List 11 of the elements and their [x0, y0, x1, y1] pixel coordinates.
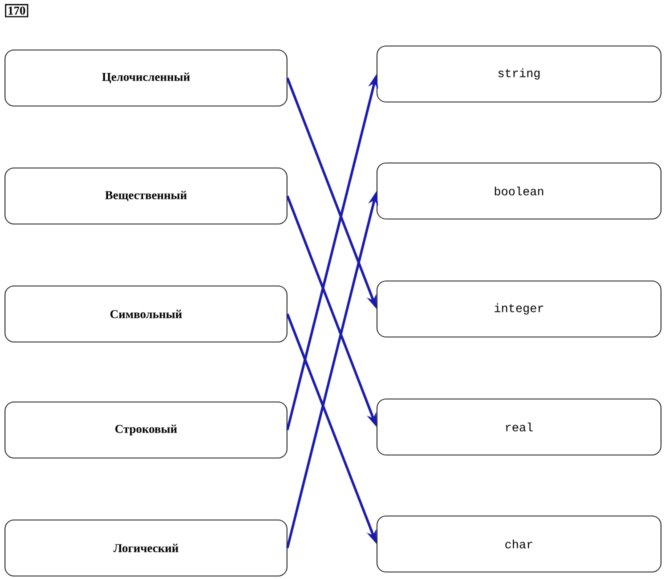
text-box: Вещественный: [4, 168, 288, 224]
text-box: Символьный: [4, 286, 288, 342]
text-box: boolean: [376, 162, 662, 220]
text-box: real: [376, 398, 662, 456]
text-box: Логический: [4, 520, 288, 576]
text-box: Целочисленный: [4, 50, 288, 106]
text-box: integer: [376, 280, 662, 338]
text-box: char: [376, 516, 662, 572]
exercise-number: 170: [5, 4, 28, 18]
text-box: Строковый: [4, 402, 288, 458]
text-box: string: [376, 46, 662, 102]
